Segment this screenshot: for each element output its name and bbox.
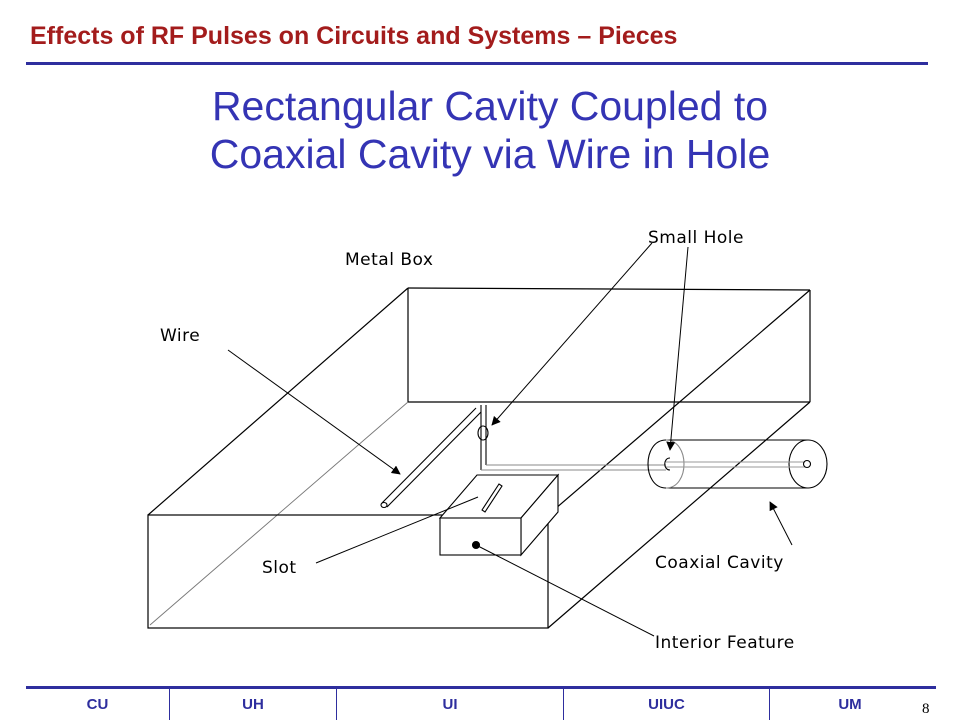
footer-item-um: UM	[838, 696, 862, 713]
page-number: 8	[922, 701, 930, 717]
interior-feature-leader	[475, 544, 655, 637]
metal-box	[147, 287, 811, 629]
footer-item-cu: CU	[86, 696, 109, 713]
slide-title: Rectangular Cavity Coupled to Coaxial Ca…	[120, 82, 860, 178]
interior-feature-block	[438, 473, 560, 557]
slide-title-line-1: Rectangular Cavity Coupled to	[211, 83, 769, 129]
metal-box-back-top-edge	[407, 287, 811, 291]
footer-item-ui: UI	[442, 696, 458, 713]
metal-box-floor-diagonal	[149, 401, 409, 626]
interior-feature-front	[439, 517, 522, 556]
slot-leader	[315, 496, 479, 564]
coaxial-cavity	[647, 439, 828, 489]
header-title: Effects of RF Pulses on Circuits and Sys…	[30, 22, 678, 50]
header-rule	[26, 62, 928, 65]
footer-divider	[336, 689, 337, 720]
footer-rule	[26, 686, 936, 689]
small-hole-leader-2	[666, 246, 689, 451]
metal-box-right-outer-edge	[547, 401, 811, 629]
wire-leader	[227, 349, 401, 475]
interior-feature-label: Interior Feature	[655, 633, 795, 653]
metal-box-label: Metal Box	[345, 250, 433, 270]
slot-opening	[481, 483, 503, 513]
metal-box-back-left-edge	[147, 287, 409, 516]
slide-title-line-2: Coaxial Cavity via Wire in Hole	[209, 131, 771, 177]
label-leaders	[227, 242, 793, 637]
wire-label: Wire	[160, 326, 200, 346]
footer-item-uiuc: UIUC	[648, 696, 685, 713]
small-hole-label: Small Hole	[648, 228, 744, 248]
coaxial-cavity-leader	[769, 501, 793, 546]
footer: CU UH UI UIUC UM	[26, 689, 936, 720]
slot-label: Slot	[262, 558, 297, 578]
small-hole	[477, 425, 489, 441]
wire	[380, 407, 482, 509]
small-hole-leader-1	[491, 242, 653, 426]
metal-box-front-face	[147, 514, 549, 629]
footer-divider	[169, 689, 170, 720]
coaxial-cavity-label: Coaxial Cavity	[655, 553, 784, 573]
footer-divider	[563, 689, 564, 720]
footer-item-uh: UH	[242, 696, 264, 713]
footer-divider	[769, 689, 770, 720]
wire-in-hole	[477, 405, 666, 471]
